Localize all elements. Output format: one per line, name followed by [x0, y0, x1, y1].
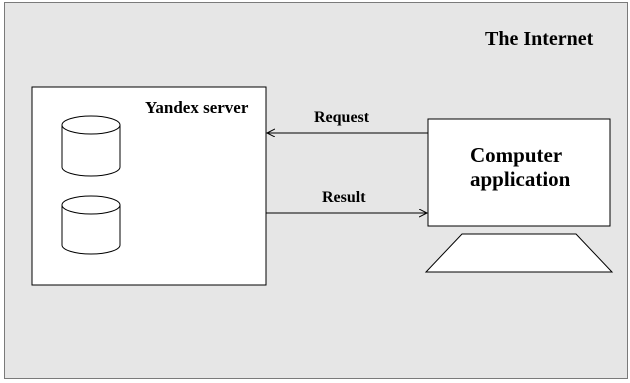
internet-label: The Internet: [485, 28, 594, 50]
database-icon: [61, 115, 121, 177]
server-label: Yandex server: [145, 98, 249, 117]
computer-application-label: Computer application: [470, 143, 570, 191]
database-icon: [61, 195, 121, 255]
computer-label-line1: Computer: [470, 143, 563, 167]
result-label: Result: [322, 189, 366, 206]
monitor-box: [427, 118, 611, 227]
keyboard-base-icon: [424, 233, 614, 273]
request-label: Request: [314, 109, 370, 126]
computer-label-line2: application: [470, 167, 571, 191]
